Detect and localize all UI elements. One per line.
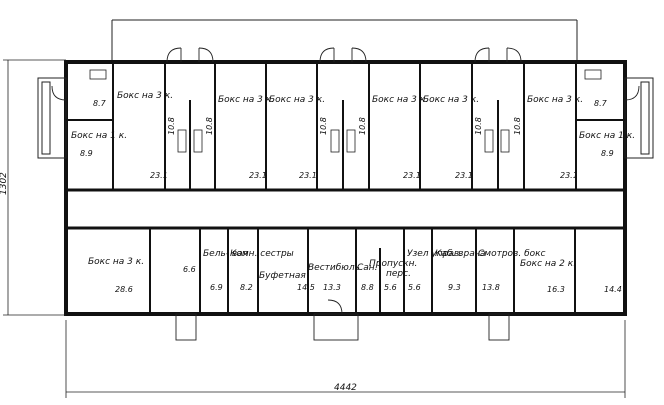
room-label: Бокс на 3 к. <box>88 257 144 267</box>
room-area: 8.2 <box>240 283 253 292</box>
dimension-lines <box>3 59 626 398</box>
corridor-walls <box>66 188 625 230</box>
room-label: Бель- вая <box>203 249 249 259</box>
room-area: 8.8 <box>361 283 374 292</box>
room-label: Бокс на 3 к. <box>218 95 274 105</box>
room-area: 5.6 <box>408 283 421 292</box>
width-dimension: 4442 <box>334 383 357 393</box>
room-area: 8.9 <box>80 149 93 158</box>
room-area: 16.3 <box>547 285 565 294</box>
room-area: 23.1 <box>403 171 421 180</box>
room-area: 23.1 <box>150 171 168 180</box>
room-area: 9.3 <box>448 283 461 292</box>
room-label: перс. <box>386 269 411 279</box>
room-area: 6.6 <box>183 265 196 274</box>
room-area: 13.8 <box>482 283 500 292</box>
room-area: 5.6 <box>384 283 397 292</box>
room-label: Бокс на 3 к. <box>117 91 173 101</box>
room-area: 8.7 <box>594 99 608 108</box>
bottom-room-labels: Бокс на 3 к. 28.6 6.6 Бель- вая 6.9 Комн… <box>88 249 622 294</box>
room-label: Бокс на 3 к. <box>372 95 428 105</box>
side-annexes <box>37 77 654 159</box>
room-label: Сан. <box>357 263 378 273</box>
room-label: Бокс на 3 к. <box>423 95 479 105</box>
top-fixtures <box>89 69 602 153</box>
gallery-outline <box>111 19 578 60</box>
room-label: Вестибюль <box>308 263 360 273</box>
room-label: Смотров. бокс <box>478 249 546 259</box>
top-room-labels: 8.7 Бокс на 1 к. 8.9 Бокс на 3 к. 23.1 1… <box>71 91 635 180</box>
entrances <box>175 299 510 341</box>
room-area: 10.8 <box>358 117 367 135</box>
top-partitions <box>66 62 625 190</box>
room-label: Бокс на 3 к. <box>527 95 583 105</box>
room-area: 10.8 <box>167 117 176 135</box>
room-label: Бокс на 1 к. <box>579 131 635 141</box>
room-label: Комн. сестры <box>230 249 294 259</box>
room-label: Бокс на 2 к. <box>520 259 576 269</box>
room-label: Каб. врача <box>435 249 486 259</box>
room-area: 14.5 <box>297 283 315 292</box>
bottom-partitions <box>149 228 576 314</box>
room-label: Узел управ. <box>407 249 462 259</box>
room-label: Буфетная <box>259 271 306 281</box>
room-label: Пропускн. <box>369 259 417 269</box>
room-area: 13.3 <box>323 283 341 292</box>
room-area: 6.9 <box>210 283 223 292</box>
depth-dimension: 1302 <box>0 172 9 195</box>
room-area: 10.8 <box>319 117 328 135</box>
room-label: Бокс на 1 к. <box>71 131 127 141</box>
room-area: 8.7 <box>93 99 107 108</box>
room-area: 10.8 <box>513 117 522 135</box>
room-area: 10.8 <box>474 117 483 135</box>
room-area: 23.1 <box>560 171 578 180</box>
top-door-swings <box>51 47 640 101</box>
room-area: 28.6 <box>115 285 133 294</box>
room-area: 14.4 <box>604 285 622 294</box>
room-area: 23.1 <box>299 171 317 180</box>
room-label: Бокс на 3 к. <box>269 95 325 105</box>
room-area: 10.8 <box>205 117 214 135</box>
room-area: 23.1 <box>455 171 473 180</box>
room-area: 8.9 <box>601 149 614 158</box>
room-area: 23.1 <box>249 171 267 180</box>
